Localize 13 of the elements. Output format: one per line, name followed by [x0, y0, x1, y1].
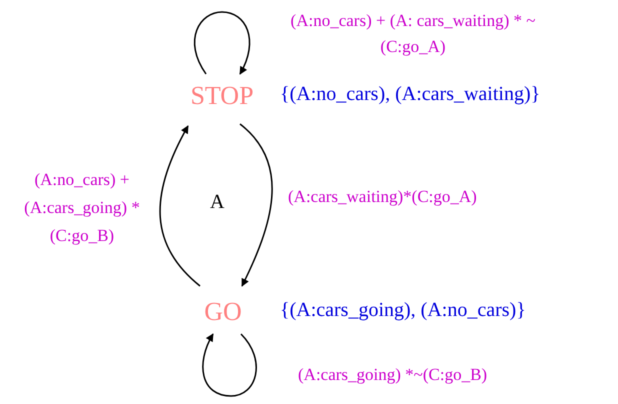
arrow — [160, 125, 200, 287]
edge-label: (A:no_cars) + (A: cars_waiting) * ~(C:go_A) — [290, 10, 536, 58]
state-label: GO — [198, 294, 248, 330]
state-set-label: {(A:no_cars), (A:cars_waiting)} — [280, 84, 540, 104]
state-set-label: {(A:cars_going), (A:no_cars)} — [280, 300, 526, 320]
edge-label: (A:cars_waiting)*(C:go_A) — [288, 186, 478, 208]
edge-label: (A:cars_going) *~(C:go_B) — [298, 364, 488, 386]
edge-label: (A:no_cars) + (A:cars_going) *(C:go_B) — [23, 169, 141, 247]
arrow — [240, 123, 273, 287]
arrow — [194, 11, 250, 75]
region-label: A — [210, 192, 224, 212]
arrow — [202, 333, 257, 397]
state-label: STOP — [178, 78, 266, 114]
